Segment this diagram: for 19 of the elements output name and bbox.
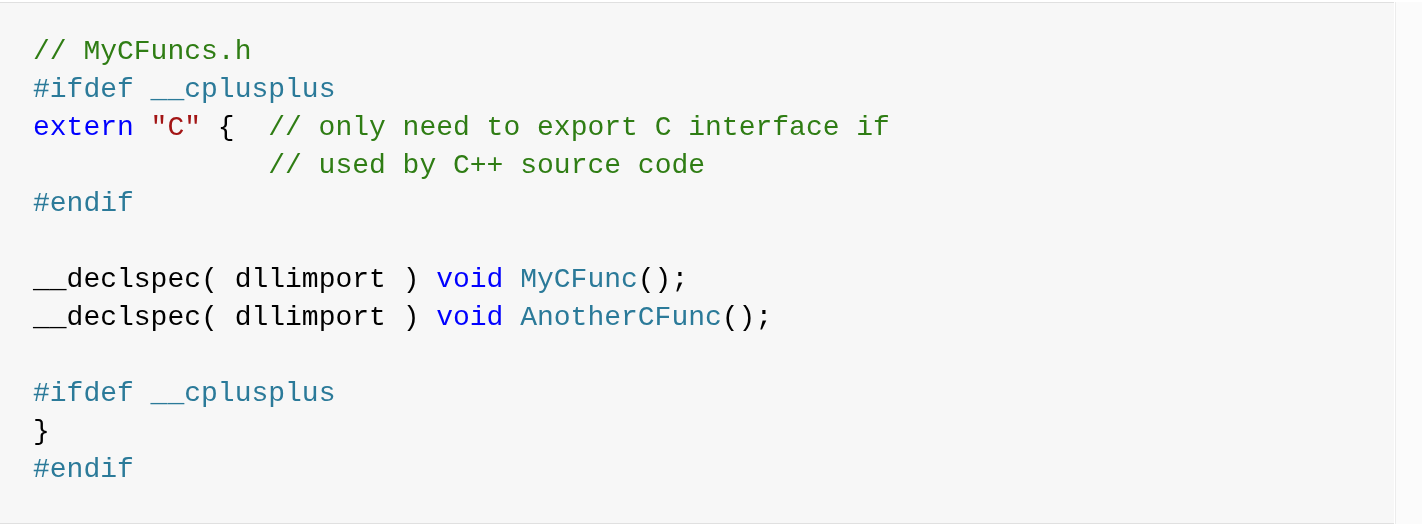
code-comment: // used by C++ source code	[268, 149, 706, 183]
preprocessor-directive: #ifdef __cplusplus	[33, 73, 336, 107]
preprocessor-directive: #ifdef __cplusplus	[33, 377, 336, 411]
code-keyword: void	[436, 263, 504, 297]
function-name: AnotherCFunc	[520, 301, 722, 335]
code-text: __declspec( dllimport )	[33, 301, 420, 335]
function-name: MyCFunc	[520, 263, 638, 297]
code-text: ();	[721, 301, 773, 335]
code-text: {	[217, 111, 235, 145]
code-comment: // only need to export C interface if	[268, 111, 890, 145]
code-text: ();	[637, 263, 689, 297]
preprocessor-directive: #endif	[33, 453, 134, 487]
code-text: __declspec( dllimport )	[33, 263, 420, 297]
string-literal: "C"	[150, 111, 201, 145]
code-text: }	[33, 415, 50, 449]
preprocessor-directive: #endif	[33, 187, 134, 221]
code-keyword: void	[436, 301, 504, 335]
code-keyword: extern	[33, 111, 134, 145]
code-comment: // MyCFuncs.h	[33, 35, 252, 69]
